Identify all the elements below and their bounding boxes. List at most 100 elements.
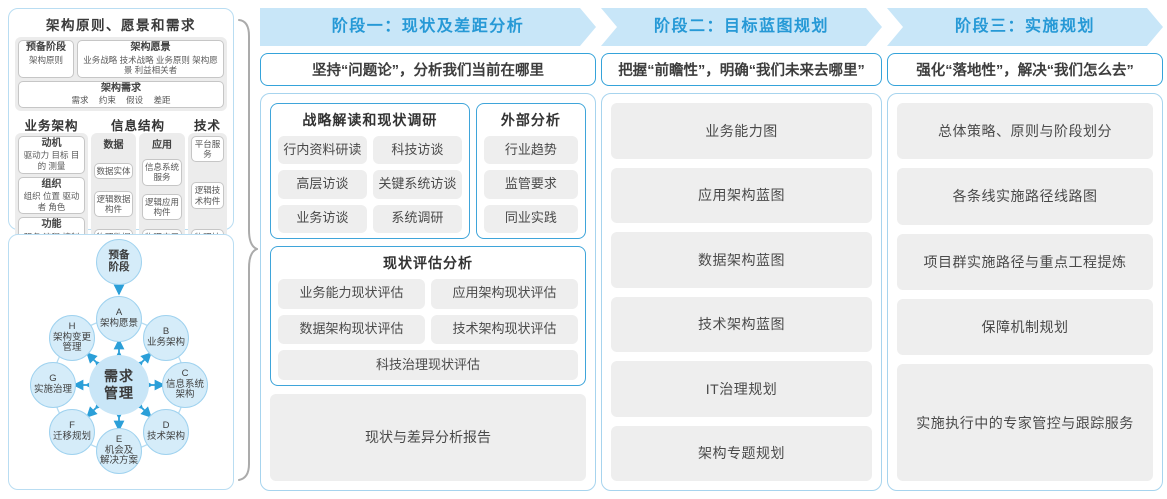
assessment-item-box: 应用架构现状评估 bbox=[431, 279, 578, 309]
phase2-content-column: 业务能力图 应用架构蓝图 数据架构蓝图 技术架构蓝图 IT治理规划 架构专题规划 bbox=[601, 93, 882, 491]
prep-phase-box: 预备阶段 架构原则 bbox=[18, 40, 74, 78]
method-box: 关键系统访谈 bbox=[372, 170, 462, 199]
vision-title: 架构愿景 bbox=[130, 42, 171, 53]
adm-center-node: 需求管理 bbox=[89, 355, 149, 415]
phase3-content-column: 总体策略、原则与阶段划分 各条线实施路径线路图 项目群实施路径与重点工程提炼 保… bbox=[887, 93, 1163, 491]
deliverable-box: 业务能力图 bbox=[611, 103, 872, 159]
deliverable-box: 项目群实施路径与重点工程提炼 bbox=[897, 233, 1153, 291]
deliverable-box: 总体策略、原则与阶段划分 bbox=[897, 103, 1153, 160]
adm-node-h: H 架构变更 管理 bbox=[49, 315, 95, 361]
architecture-vision-box: 架构愿景 业务战略 技术战略 业务原则 架构愿景 利益相关者 bbox=[77, 40, 224, 78]
platform-service-box: 平台服务 bbox=[191, 135, 224, 163]
gap-analysis-report-box: 现状与差异分析报告 bbox=[270, 394, 586, 481]
adm-prep-node: 预备阶段 bbox=[96, 239, 142, 285]
info-system-service-box: 信息系统服务 bbox=[142, 159, 182, 186]
phase2-quote-box: 把握“前瞻性”，明确“我们未来去哪里” bbox=[601, 53, 882, 86]
requirements-title: 架构需求 bbox=[101, 82, 141, 94]
framework-top-section: 预备阶段 架构原则 架构愿景 业务战略 技术战略 业务原则 架构愿景 利益相关者… bbox=[15, 37, 227, 111]
technology-architecture-header: 技术架构 bbox=[193, 118, 221, 152]
phase3-header-band: 阶段三：实施规划 bbox=[887, 8, 1163, 46]
adm-node-g: G 实施治理 bbox=[30, 362, 76, 408]
phase1-content-column: 战略解读和现状调研 行内资料研读 科技访谈 高层访谈 关键系统访谈 业务访谈 系… bbox=[260, 93, 596, 491]
method-box: 系统调研 bbox=[372, 204, 462, 233]
curly-brace bbox=[238, 19, 260, 481]
deliverable-box: 数据架构蓝图 bbox=[611, 232, 872, 288]
deliverable-box: 架构专题规划 bbox=[611, 425, 872, 481]
data-header: 数据 bbox=[103, 139, 124, 151]
logical-data-box: 逻辑数据构件 bbox=[94, 190, 133, 217]
organization-title: 组织 bbox=[41, 178, 62, 190]
adm-node-c-letter: C bbox=[181, 368, 189, 380]
data-entity-box: 数据实体 bbox=[94, 162, 133, 179]
business-architecture-header: 业务架构 bbox=[24, 118, 79, 133]
method-box: 科技访谈 bbox=[372, 136, 462, 165]
framework-title: 架构原则、愿景和需求 bbox=[46, 18, 196, 33]
architecture-requirements-box: 架构需求 需求 约束 假设 差距 bbox=[18, 80, 224, 108]
adm-node-b-label: 业务架构 bbox=[146, 337, 185, 348]
adm-node-a-label: 架构愿景 bbox=[99, 318, 138, 329]
logical-tech-box: 逻辑技术构件 bbox=[191, 182, 224, 209]
external-item-box: 行业趋势 bbox=[483, 136, 578, 165]
phase3-quote-box: 强化“落地性”，解决“我们怎么去” bbox=[887, 53, 1163, 86]
deliverable-box: 技术架构蓝图 bbox=[611, 296, 872, 352]
adm-node-f: F 迁移规划 bbox=[49, 409, 95, 455]
assessment-title: 现状评估分析 bbox=[383, 255, 473, 271]
adm-center-label: 需求管理 bbox=[104, 367, 134, 402]
strategy-research-title: 战略解读和现状调研 bbox=[302, 112, 438, 128]
motivation-sub: 驱动力 目标 目的 测量 bbox=[23, 150, 80, 171]
phase1-header-band: 阶段一：现状及差距分析 bbox=[260, 8, 596, 46]
assessment-item-box: 数据架构现状评估 bbox=[278, 314, 425, 345]
adm-node-e-label: 机会及 bbox=[104, 444, 134, 456]
adm-node-h-letter: H bbox=[68, 321, 76, 333]
requirements-sub: 需求 约束 假设 差距 bbox=[71, 95, 171, 106]
method-box: 业务访谈 bbox=[278, 204, 367, 233]
motivation-title: 动机 bbox=[41, 137, 62, 149]
left-column: 架构原则、愿景和需求 预备阶段 架构原则 架构愿景 业务战略 技术战略 业务原则… bbox=[8, 8, 234, 491]
adm-node-g-label: 实施治理 bbox=[33, 384, 72, 395]
adm-node-d-letter: D bbox=[162, 420, 170, 432]
assessment-item-box: 业务能力现状评估 bbox=[278, 279, 425, 309]
adm-cycle-panel: 预备阶段 A 架构愿景 B 业务架构 C 信息系统 架构 D 技术架构 bbox=[8, 234, 234, 490]
logical-app-box: 逻辑应用构件 bbox=[142, 194, 182, 221]
external-item-box: 同业实践 bbox=[483, 204, 578, 233]
method-box: 高层访谈 bbox=[278, 170, 367, 199]
adm-node-b-letter: B bbox=[162, 326, 170, 338]
deliverable-box: 实施执行中的专家管控与跟踪服务 bbox=[897, 364, 1153, 481]
adm-node-c: C 信息系统 架构 bbox=[162, 362, 208, 408]
external-analysis-group: 外部分析 行业趋势 监管要求 同业实践 bbox=[475, 103, 586, 239]
function-title: 功能 bbox=[41, 219, 62, 231]
deliverable-box: 应用架构蓝图 bbox=[611, 167, 872, 223]
motivation-box: 动机 驱动力 目标 目的 测量 bbox=[18, 135, 85, 174]
adm-node-f-letter: F bbox=[69, 420, 75, 432]
deliverable-box: IT治理规划 bbox=[611, 361, 872, 417]
adm-node-f-label: 迁移规划 bbox=[52, 431, 91, 442]
adm-node-e-letter: E bbox=[115, 434, 123, 446]
deliverable-box: 各条线实施路径线路图 bbox=[897, 168, 1153, 225]
architecture-framework-panel: 架构原则、愿景和需求 预备阶段 架构原则 架构愿景 业务战略 技术战略 业务原则… bbox=[8, 8, 234, 308]
adm-node-e: E 机会及 解决方案 bbox=[96, 428, 142, 474]
information-structure-header: 信息结构 bbox=[110, 118, 165, 133]
phases-area: 阶段一：现状及差距分析 阶段二：目标蓝图规划 阶段三：实施规划 坚持“问题论”，… bbox=[260, 8, 1163, 491]
adm-node-c-label: 信息系统 bbox=[165, 378, 204, 390]
vision-sub: 业务战略 技术战略 业务原则 架构愿景 利益相关者 bbox=[83, 54, 218, 76]
phase2-header-band: 阶段二：目标蓝图规划 bbox=[601, 8, 882, 46]
phase1-quote-box: 坚持“问题论”，分析我们当前在哪里 bbox=[260, 53, 596, 86]
adm-node-a-letter: A bbox=[115, 307, 123, 319]
adm-prep-label: 预备阶段 bbox=[108, 249, 130, 273]
external-analysis-title: 外部分析 bbox=[500, 112, 561, 128]
prep-phase-sub: 架构原则 bbox=[28, 54, 63, 65]
adm-node-a: A 架构愿景 bbox=[96, 296, 142, 342]
adm-node-g-letter: G bbox=[49, 373, 57, 385]
external-item-box: 监管要求 bbox=[483, 170, 578, 199]
adm-node-b: B 业务架构 bbox=[143, 315, 189, 361]
assessment-item-box: 技术架构现状评估 bbox=[431, 314, 578, 345]
adm-node-d: D 技术架构 bbox=[143, 409, 189, 455]
strategy-research-group: 战略解读和现状调研 行内资料研读 科技访谈 高层访谈 关键系统访谈 业务访谈 系… bbox=[270, 103, 470, 239]
deliverable-box: 保障机制规划 bbox=[897, 299, 1153, 356]
organization-sub: 组织 位置 驱动者 角色 bbox=[23, 191, 80, 212]
assessment-group: 现状评估分析 业务能力现状评估 应用架构现状评估 数据架构现状评估 技术架构现状… bbox=[270, 246, 586, 386]
adm-node-h-label: 架构变更 bbox=[52, 331, 91, 343]
prep-phase-title: 预备阶段 bbox=[26, 42, 66, 53]
adm-node-d-label: 技术架构 bbox=[146, 431, 185, 442]
